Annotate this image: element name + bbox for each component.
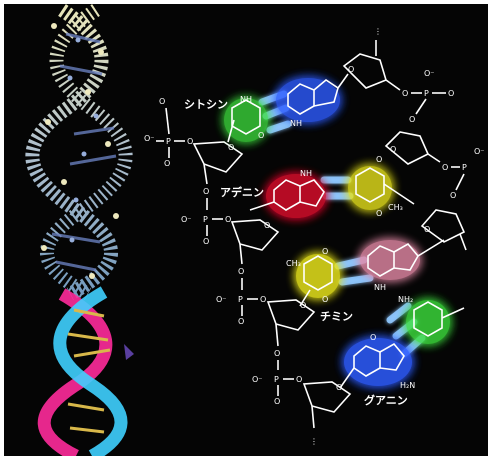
o-atom: O [238,317,244,326]
backbone-left-strand: O O⁻ P O O O O O⁻ P O O O O O⁻ P O O [144,97,352,446]
nh-atom: NH [374,283,386,292]
phosphorus-atom: P [424,89,429,98]
o-atom: O [274,397,280,406]
base-pyrimidine-green-bottom: NH₂ [398,295,465,344]
o-atom: O [300,301,306,310]
phosphorus-atom: P [274,375,279,384]
o-atom: O [164,159,170,168]
double-helix [25,4,134,456]
base-adenine: NH [249,169,326,218]
o-atom: O [370,333,376,342]
o-atom: O [448,89,454,98]
o-minus-atom: O⁻ [216,295,227,304]
o-atom: O [450,191,456,200]
base-purine-pink: NH [360,239,445,292]
o-atom: O [225,215,231,224]
hn-atom: NH [290,119,302,128]
o-atom: O [348,65,354,74]
phosphorus-atom: P [203,215,208,224]
o-minus-atom: O⁻ [252,375,263,384]
o-minus-atom: O⁻ [474,147,485,156]
deoxyribose-ring [342,53,387,89]
o-atom: O [228,143,234,152]
o-atom: O [424,225,430,234]
nh-atom: NH [300,169,312,178]
base-pyrimidine-yellow-top: O O CH₃ [348,155,415,218]
phosphorus-atom: P [166,137,171,146]
o-atom: O [376,155,382,164]
deoxyribose-ring [302,381,352,413]
base-guanine: O H₂N [339,333,415,390]
nh2-atom: NH₂ [398,295,413,304]
base-purine-top: NH [276,73,349,128]
o-minus-atom: O⁻ [424,69,435,78]
helix-ribbon-model [37,286,134,456]
deoxyribose-ring [420,209,466,243]
o-atom: O [402,89,408,98]
label-cytosine: シトシン [184,98,228,111]
nh-atom: NH [240,95,252,104]
o-atom: O [264,221,270,230]
ellipsis: ⋮ [374,27,382,36]
label-guanine: グアニン [364,393,408,407]
o-atom: O [296,375,302,384]
o-minus-atom: O⁻ [181,215,192,224]
label-thymine: チミン [320,310,353,323]
backbone-right-strand: ⋮ O O P O O⁻ O O O P O⁻ O O [342,27,485,251]
base-thymine: CH₃ O O [286,247,340,307]
phosphorus-atom: P [462,163,467,172]
o-atom: O [258,131,264,140]
ch3-atom: CH₃ [286,259,301,268]
o-atom: O [238,267,244,276]
h2n-atom: H₂N [400,381,415,390]
o-atom: O [260,295,266,304]
helix-atomic-model [25,4,133,301]
o-atom: O [336,383,342,392]
o-atom: O [203,237,209,246]
o-atom: O [322,295,328,304]
o-atom: O [274,349,280,358]
o-atom: O [203,187,209,196]
label-adenine: アデニン [220,185,264,199]
dna-illustration: O O⁻ P O O O O O⁻ P O O O O O⁻ P O O [4,4,488,456]
deoxyribose-ring [384,131,430,165]
o-atom: O [322,247,328,256]
o-atom: O [159,97,165,106]
dna-diagram-canvas: O O⁻ P O O O O O⁻ P O O O O O⁻ P O O [25,4,485,456]
o-atom: O [376,209,382,218]
ellipsis: ⋮ [310,437,318,446]
o-atom: O [409,115,415,124]
deoxyribose-ring [266,299,316,331]
deoxyribose-ring [230,219,280,251]
base-cytosine: NH O [224,95,268,143]
o-minus-atom: O⁻ [144,134,155,143]
deoxyribose-ring [192,141,244,173]
phosphorus-atom: P [238,295,243,304]
ch3-atom: CH₃ [388,203,403,212]
o-atom: O [442,163,448,172]
o-atom: O [390,145,396,154]
o-atom: O [187,137,193,146]
